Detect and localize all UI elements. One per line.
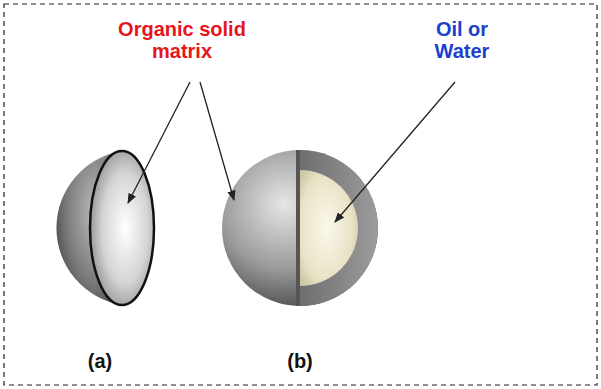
leader-line — [335, 82, 455, 222]
panel-label: (a) — [70, 350, 130, 372]
leader-line — [200, 82, 234, 200]
dashed-frame — [4, 4, 597, 385]
shell-sphere — [222, 150, 378, 306]
hemisphere-face — [90, 151, 154, 305]
callout-label: Oil or Water — [416, 18, 508, 62]
cut-edge — [296, 150, 300, 306]
shell-cross-section — [300, 150, 378, 306]
leader-line — [128, 82, 190, 203]
core-cross-section — [300, 170, 358, 286]
panel-label: (b) — [270, 350, 330, 372]
callout-label: Organic solid matrix — [97, 18, 267, 62]
